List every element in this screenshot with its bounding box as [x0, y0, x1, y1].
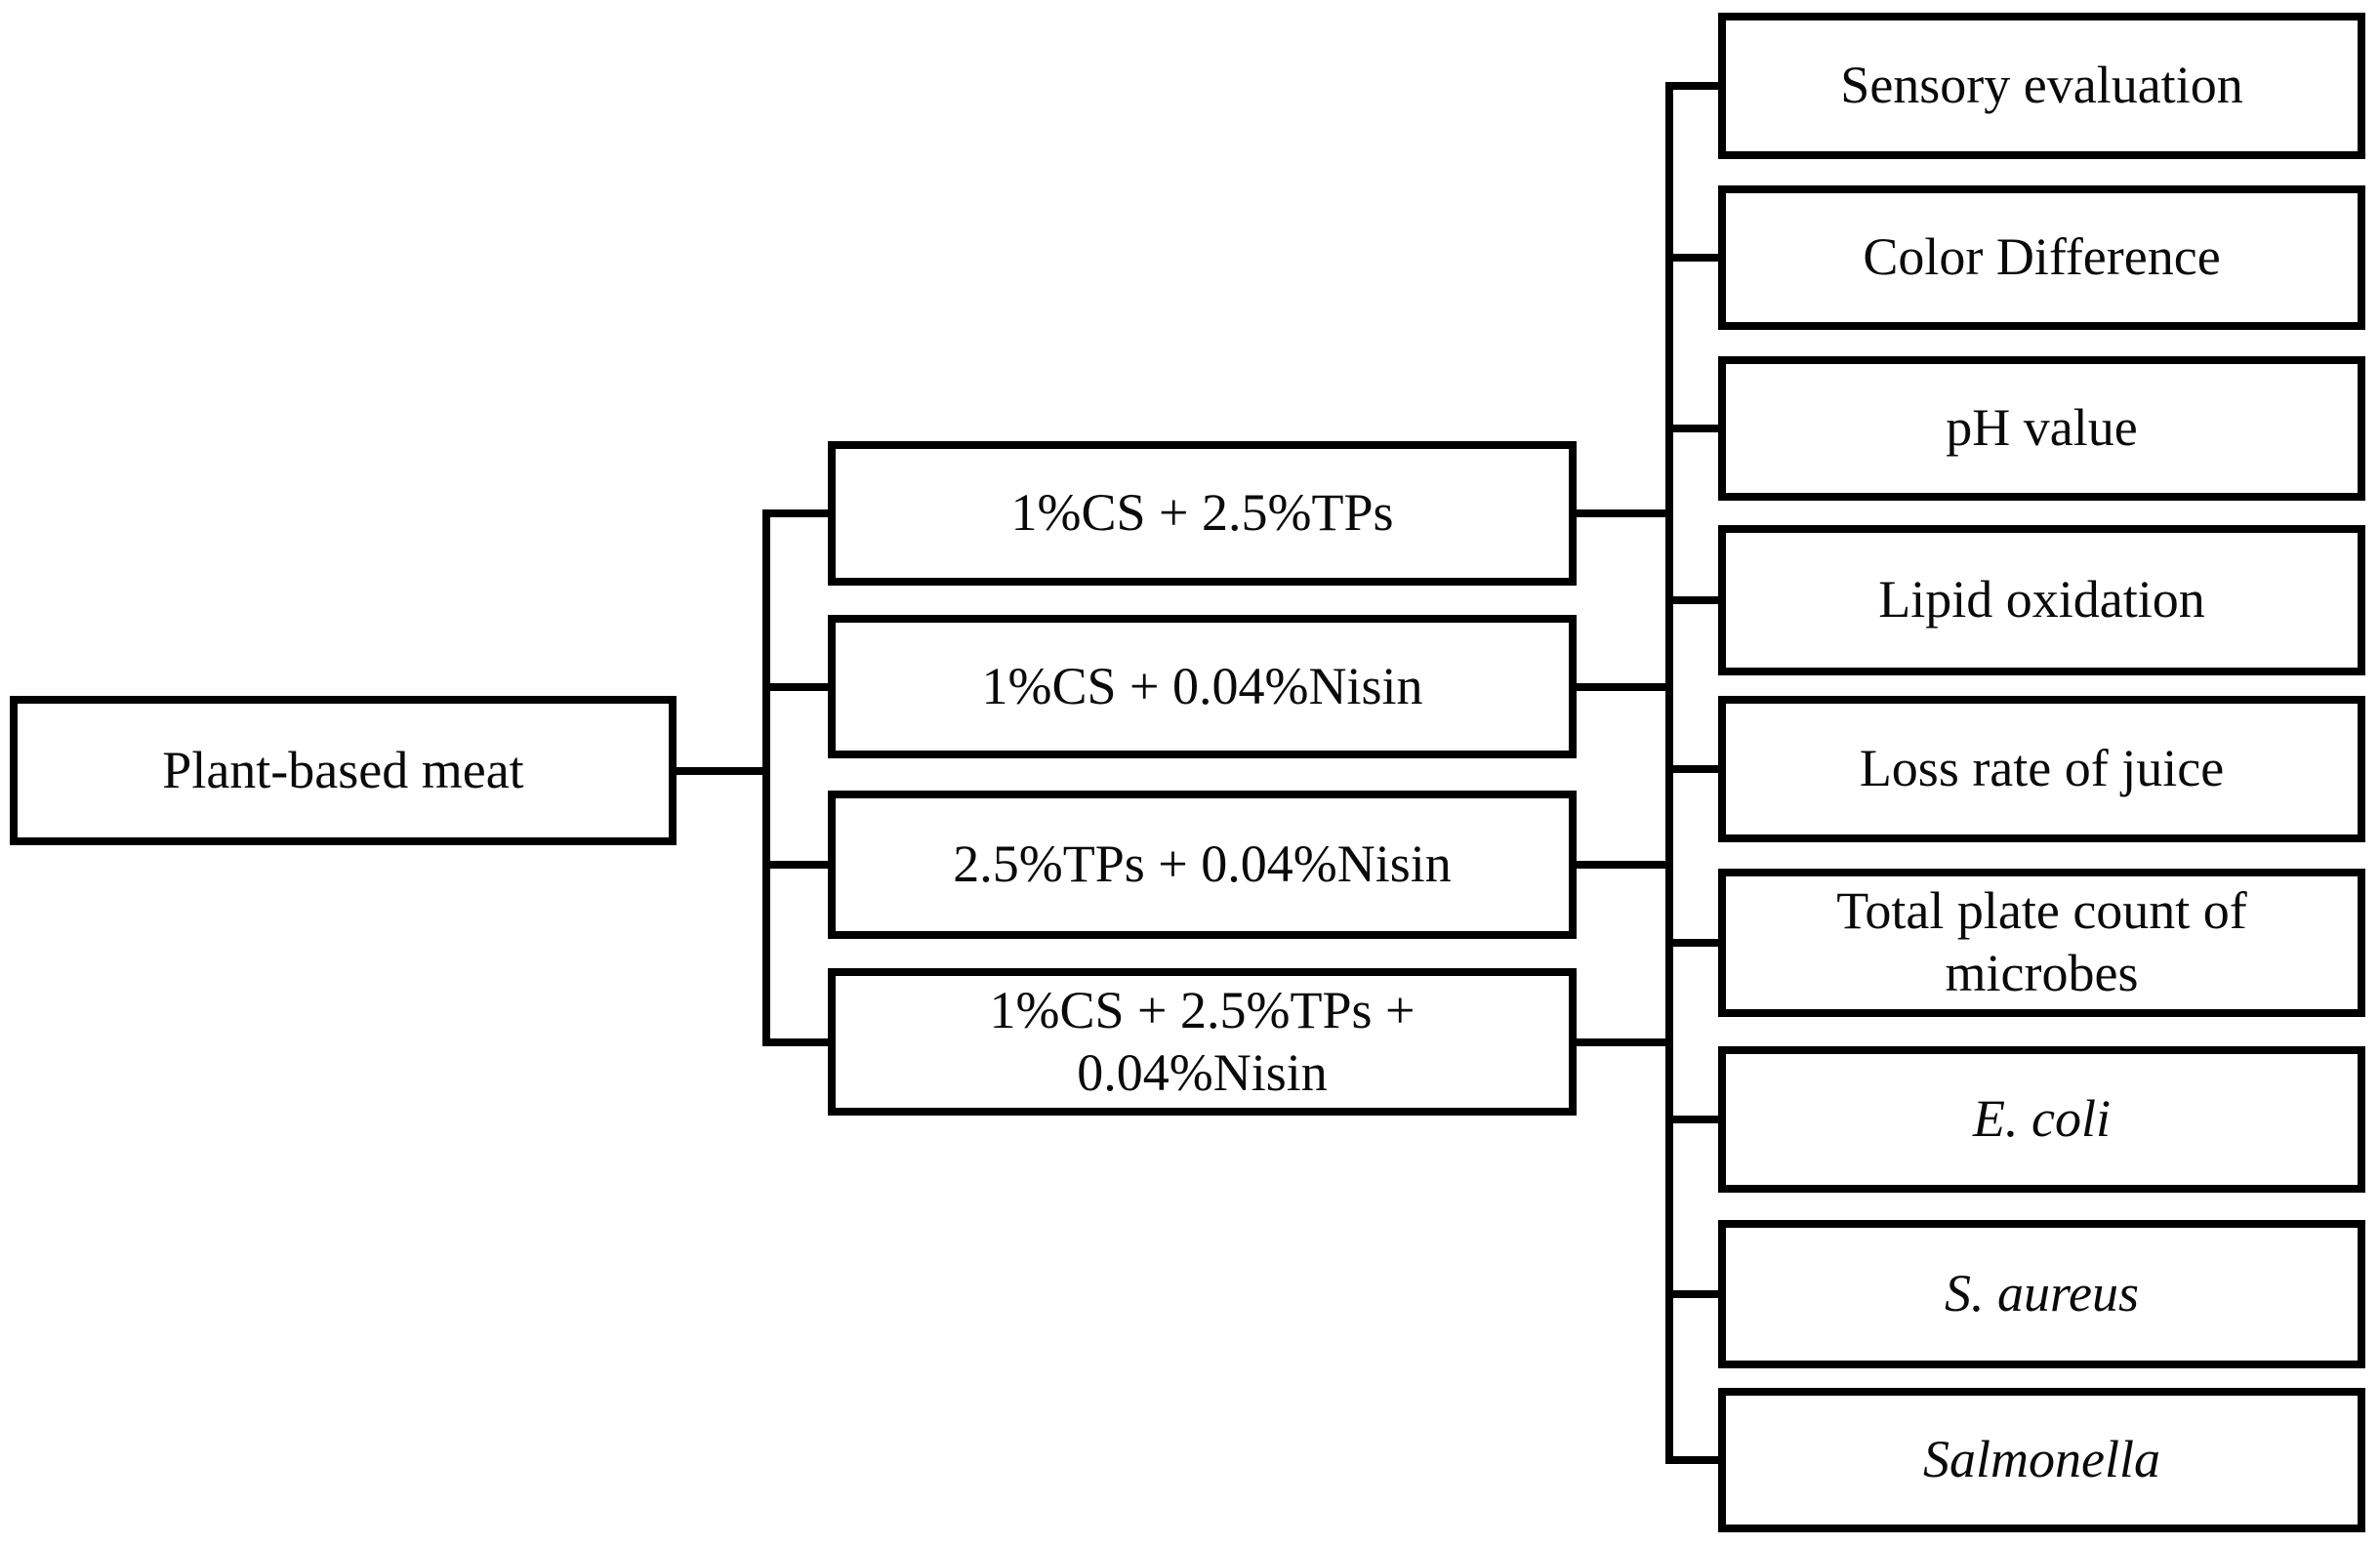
node-loss-rate-of-juice: Loss rate of juice [1718, 696, 2365, 842]
node-treatment-tps-nisin: 2.5%TPs + 0.04%Nisin [828, 791, 1577, 939]
node-label: Loss rate of juice [1859, 739, 2225, 798]
node-label: Plant-based meat [162, 740, 524, 799]
node-label: S. aureus [1945, 1264, 2139, 1323]
node-label: 1%CS + 2.5%TPs + 0.04%Nisin [989, 980, 1416, 1102]
node-s-aureus: S. aureus [1718, 1220, 2365, 1368]
node-plant-based-meat: Plant-based meat [10, 696, 677, 845]
node-label: 1%CS + 2.5%TPs [1010, 483, 1394, 543]
node-label: E. coli [1973, 1089, 2111, 1149]
node-label: 1%CS + 0.04%Nisin [981, 656, 1423, 715]
node-treatment-cs-nisin: 1%CS + 0.04%Nisin [828, 615, 1577, 758]
node-color-difference: Color Difference [1718, 185, 2365, 330]
node-salmonella: Salmonella [1718, 1388, 2365, 1532]
node-treatment-cs-tps-nisin: 1%CS + 2.5%TPs + 0.04%Nisin [828, 968, 1577, 1116]
node-label: Lipid oxidation [1878, 570, 2205, 630]
node-e-coli: E. coli [1718, 1046, 2365, 1193]
node-label: Total plate count of microbes [1836, 881, 2247, 1002]
node-label: Color Difference [1863, 227, 2221, 287]
node-label: Sensory evaluation [1840, 56, 2243, 115]
connector-group [673, 82, 1722, 1464]
node-treatment-cs-tps: 1%CS + 2.5%TPs [828, 441, 1577, 586]
node-lipid-oxidation: Lipid oxidation [1718, 525, 2365, 675]
node-label: 2.5%TPs + 0.04%Nisin [953, 834, 1452, 894]
node-label: pH value [1946, 398, 2138, 458]
node-total-plate-count: Total plate count of microbes [1718, 869, 2365, 1017]
node-ph-value: pH value [1718, 356, 2365, 501]
node-label: Salmonella [1923, 1430, 2160, 1489]
node-sensory-evaluation: Sensory evaluation [1718, 13, 2365, 159]
